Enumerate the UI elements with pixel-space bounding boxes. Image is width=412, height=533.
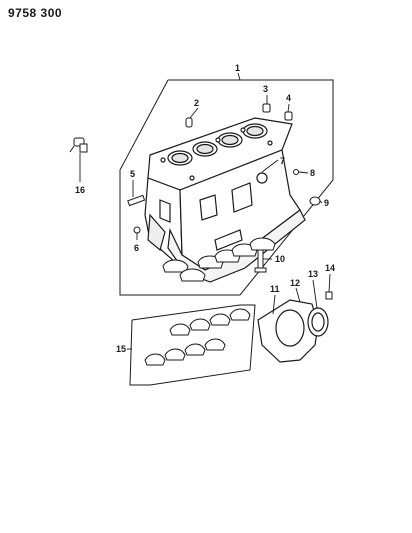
plug-9 (309, 196, 321, 206)
rear-oil-seal (307, 307, 329, 337)
callout-labels: 1 2 3 4 5 6 7 8 9 10 11 12 13 14 15 16 (75, 63, 335, 354)
callout-15: 15 (116, 344, 126, 354)
leader-lines (79, 72, 331, 350)
crank-bearings (144, 308, 251, 366)
rear-oil-seal-case (257, 299, 319, 363)
callout-12: 12 (290, 278, 300, 288)
callout-5: 5 (130, 169, 135, 179)
seal-bolt (325, 291, 333, 300)
plug-6 (133, 226, 141, 234)
plug-8 (293, 169, 299, 175)
callout-16: 16 (75, 185, 85, 195)
block-group-frame (119, 79, 334, 296)
document-id: 9758 300 (8, 6, 63, 20)
callout-9: 9 (324, 198, 329, 208)
main-bearing-caps (162, 237, 276, 282)
bearing-cap-bolt (254, 249, 267, 273)
plug-4 (284, 111, 293, 121)
callout-13: 13 (308, 269, 318, 279)
stud-bolt (127, 194, 146, 207)
callout-8: 8 (310, 168, 315, 178)
callout-3: 3 (263, 84, 268, 94)
callout-11: 11 (270, 284, 280, 294)
callout-2: 2 (194, 98, 199, 108)
callout-7: 7 (280, 156, 285, 166)
plug-3 (262, 103, 271, 113)
callout-14: 14 (325, 263, 335, 273)
callout-4: 4 (286, 93, 291, 103)
callout-1: 1 (235, 63, 240, 73)
callout-6: 6 (134, 243, 139, 253)
bearing-set-frame (129, 304, 256, 386)
dowel-pin (185, 117, 193, 128)
sensor-16 (69, 137, 88, 153)
callout-10: 10 (275, 254, 285, 264)
